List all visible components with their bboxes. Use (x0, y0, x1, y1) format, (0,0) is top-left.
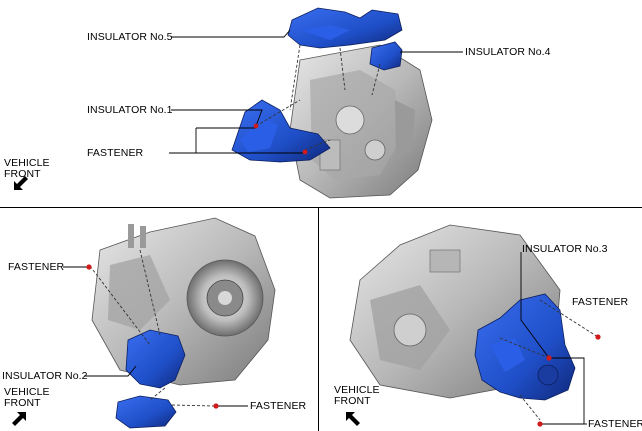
top-leader-lines (169, 29, 463, 154)
fastener-marker-bl1 (86, 264, 92, 270)
panel-divider-horizontal (0, 207, 642, 208)
label-fastener-top: FASTENER (87, 147, 144, 159)
fastener-marker-top2 (302, 149, 308, 155)
arrow-down-left-icon (14, 176, 28, 190)
label-fastener-br-right: FASTENER (572, 296, 629, 308)
label-insulator-no5: INSULATOR No.5 (87, 31, 173, 43)
insulator-no4-shape (369, 41, 403, 71)
label-insulator-no4: INSULATOR No.4 (465, 46, 551, 58)
insulator-no3-shape (474, 293, 576, 401)
fastener-marker-top1 (253, 123, 259, 129)
bottom-left-transmission (91, 217, 276, 386)
label-insulator-no2: INSULATOR No.2 (2, 370, 88, 382)
label-fastener-bl-top: FASTENER (8, 261, 65, 273)
insulator-no2-shape (115, 329, 186, 429)
vehicle-front-top-line1: VEHICLE (4, 157, 50, 169)
fastener-marker-br3 (537, 421, 543, 427)
vehicle-front-bl-line1: VEHICLE (4, 386, 50, 398)
insulator-no1-shape (231, 99, 331, 163)
bottom-left-dashed-guides (89, 249, 215, 407)
bottom-right-leader-lines (520, 252, 587, 425)
vehicle-front-br-line1: VEHICLE (334, 384, 380, 396)
label-insulator-no3: INSULATOR No.3 (522, 243, 608, 255)
arrow-up-right-icon (12, 412, 26, 426)
insulator-no5-shape (287, 7, 403, 49)
vehicle-front-br-line2: FRONT (334, 395, 371, 407)
arrow-up-left-icon (346, 412, 360, 426)
fastener-marker-bl2 (213, 403, 219, 409)
panel-divider-vertical (318, 208, 319, 431)
vehicle-front-bl-line2: FRONT (4, 397, 41, 409)
fastener-marker-br1 (595, 334, 601, 340)
bottom-right-dashed-guides (499, 299, 599, 421)
label-fastener-bl-bottom: FASTENER (250, 400, 307, 412)
bottom-left-leader-lines (63, 266, 248, 407)
fastener-marker-br2 (546, 355, 552, 361)
label-insulator-no1: INSULATOR No.1 (87, 104, 173, 116)
label-fastener-br-bottom: FASTENER (588, 418, 642, 430)
vehicle-front-top-line2: FRONT (4, 168, 41, 180)
top-transmission (289, 44, 433, 199)
top-dashed-guides (255, 44, 381, 151)
